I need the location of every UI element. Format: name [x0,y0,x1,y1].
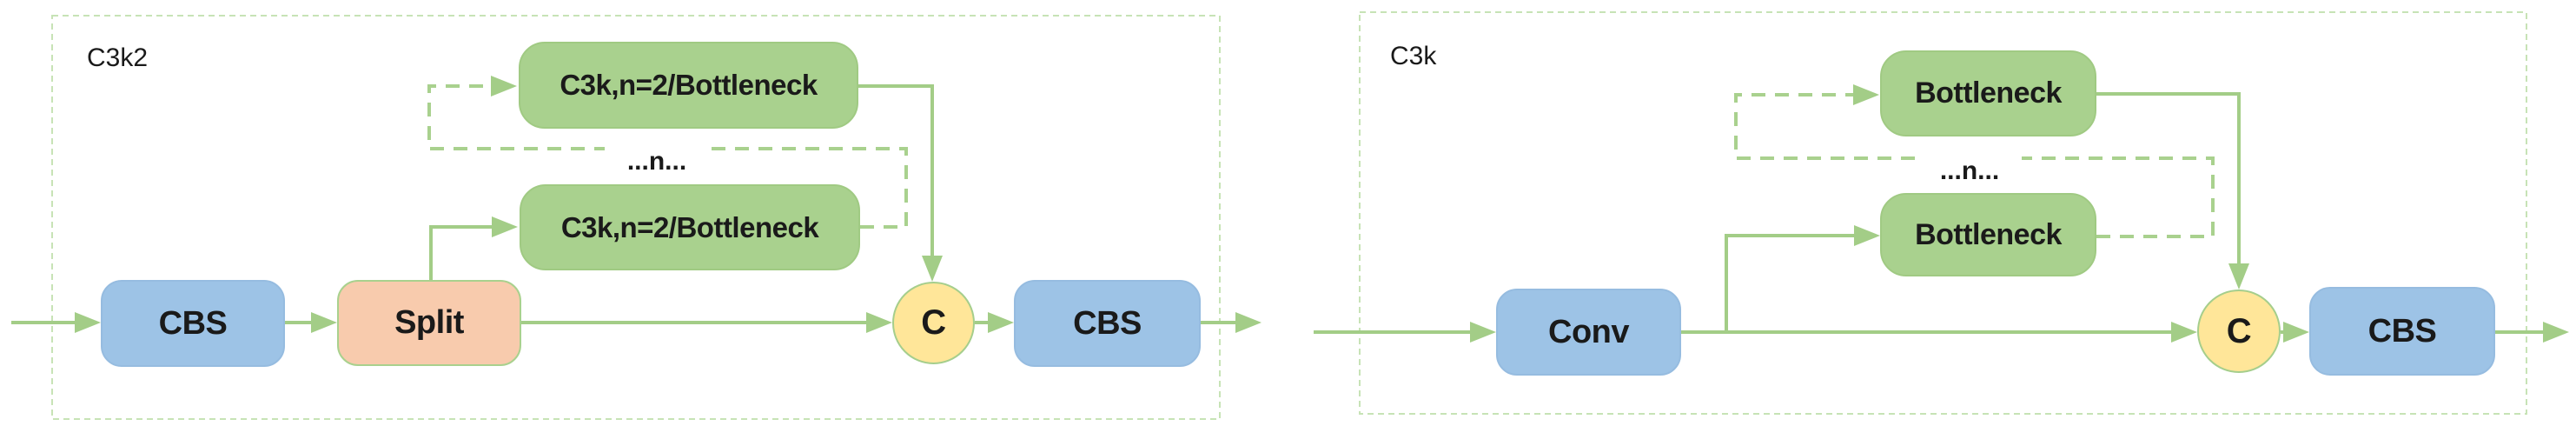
arrow-head [311,312,337,333]
arrow-head [75,312,101,333]
arrow-head [1235,312,1262,333]
c3k2-cbs-to-split-arrow [285,312,337,333]
c3k2-block-top-node: C3k,n=2/Bottleneck [519,42,858,129]
arrow-head [491,76,517,97]
arrow-head [2171,322,2197,343]
c3k-concat-to-cbs-arrow [2281,322,2309,343]
c3k-input-arrow [1314,322,1496,343]
c3k2-block-bottom-node: C3k,n=2/Bottleneck [520,184,860,270]
c3k2-main-line-to-concat-arrow [521,312,892,333]
arrow-head [492,216,518,237]
arrow-line [1725,234,1854,332]
arrow-head [988,312,1014,333]
c3k-block-top-node: Bottleneck [1880,50,2096,136]
c3k-container-border [1359,11,2527,415]
c3k-cbs-out-node: CBS [2309,287,2495,376]
c3k2-concat-to-cbs-arrow [975,312,1014,333]
c3k-concat-node: C [2197,290,2281,373]
c3k2-topblock-to-concat-arrow [858,84,943,282]
arrow-head [2228,263,2249,290]
c3k2-repeat-n-label: ...n... [605,146,709,177]
arrow-line [2096,92,2241,263]
arrow-line [858,84,934,256]
c3k-title: C3k [1390,42,1437,70]
arrow-head [2543,322,2569,343]
c3k2-split-node: Split [337,280,521,366]
c3k2-container-border [51,15,1221,420]
c3k2-concat-node: C [892,282,975,364]
c3k-conv-in-node: Conv [1496,289,1681,376]
arrow-head [1470,322,1496,343]
c3k-main-line-to-concat-arrow [1681,322,2197,343]
arrow-head [1854,225,1880,246]
c3k-repeat-n-label: ...n... [1917,156,2022,187]
c3k-branch-arrow [1725,225,1880,332]
c3k2-cbs-in-node: CBS [101,280,285,367]
c3k-topblock-to-concat-arrow [2096,92,2249,290]
c3k2-cbs-out-node: CBS [1014,280,1201,367]
c3k2-input-arrow [11,312,101,333]
c3k-block-bottom-node: Bottleneck [1880,193,2096,276]
c3k-output-arrow [2495,322,2569,343]
c3k2-output-arrow [1201,312,1262,333]
arrow-head [2283,322,2309,343]
c3k2-split-branch-arrow [429,216,518,280]
arrow-head [1853,84,1879,105]
arrow-head [866,312,892,333]
c3k2-title: C3k2 [87,43,149,72]
arrow-head [922,256,943,282]
arrow-line [429,225,492,280]
